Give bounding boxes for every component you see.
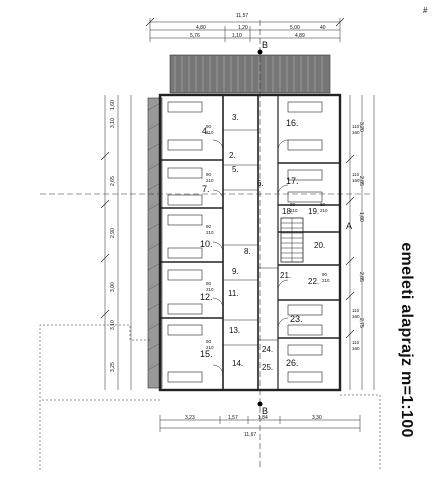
room-15: 15.: [200, 349, 213, 359]
right-dim-23a: 110: [352, 308, 360, 313]
room-12: 12.: [200, 292, 213, 302]
room-3: 3.: [232, 113, 239, 122]
room-20: 20.: [314, 241, 325, 250]
right-dim-26b: 160: [352, 346, 360, 351]
door-dim-left-5b: 210: [206, 345, 214, 350]
left-wall-hatch: [147, 97, 163, 389]
room-9: 9.: [232, 267, 239, 276]
corner-mark: #: [423, 6, 428, 15]
right-dim-0: 3,20: [358, 122, 364, 132]
right-dim-4: 2,75: [358, 318, 364, 328]
right-dim-18a: 90: [290, 202, 296, 207]
right-dim-17b: 160: [352, 178, 360, 183]
door-dim-left-3b: 210: [206, 230, 214, 235]
outer-wall: [158, 93, 342, 392]
left-dim-6: 3,25: [110, 362, 116, 372]
right-dim-22b: 210: [322, 278, 330, 283]
room-7: 7.: [202, 184, 210, 194]
right-dim-18b: 210: [290, 208, 298, 213]
right-dim-1: 2,85: [358, 176, 364, 186]
section-mark-top: B: [262, 40, 268, 50]
room-11: 11.: [228, 289, 239, 298]
door-dim-left-4a: 90: [206, 281, 212, 286]
drawing-title: emeleti alaprajz m=1:100: [398, 242, 415, 438]
room-8: 8.: [244, 247, 251, 256]
room-23: 23.: [290, 314, 303, 324]
right-dim-23b: 160: [352, 314, 360, 319]
room-6: 6.: [257, 179, 264, 188]
room-24: 24.: [262, 345, 273, 354]
right-dim-16b: 160: [352, 130, 360, 135]
room-2: 2.: [229, 151, 236, 160]
room-13: 13.: [229, 326, 240, 335]
drawing-title-block: emeleti alaprajz m=1:100: [376, 240, 436, 440]
bottom-overall-dim: 11,67: [244, 432, 256, 438]
room-25: 25.: [262, 363, 273, 372]
section-mark-bottom: B: [262, 406, 268, 416]
room-5: 5.: [232, 165, 239, 174]
left-dim-2: 2,65: [110, 176, 116, 186]
top-dim-1: 4,80: [196, 25, 206, 31]
room-22: 22.: [308, 277, 319, 286]
room-26: 26.: [286, 358, 299, 368]
bottom-dim-1: 3,23: [185, 415, 195, 421]
door-dim-left-5a: 90: [206, 339, 212, 344]
section-mark-right: A: [346, 221, 352, 231]
right-dim-19a: 90: [320, 202, 326, 207]
right-dim-26a: 110: [352, 340, 360, 345]
room-17: 17.: [286, 176, 299, 186]
room-14: 14.: [232, 359, 243, 368]
room-19: 19.: [308, 207, 319, 216]
right-dim-3: 2,85: [358, 272, 364, 282]
left-dim-5: 3,10: [110, 320, 116, 330]
right-dim-2: 1,80: [358, 212, 364, 222]
left-dim-3: 2,90: [110, 228, 116, 238]
top-dim-3: 5,00: [290, 25, 300, 31]
door-dim-left-3a: 90: [206, 224, 212, 229]
top-dim-7: 4,89: [295, 33, 305, 39]
door-dim-left-1b: 210: [206, 130, 214, 135]
left-dim-0: 1,60: [110, 100, 116, 110]
door-dim-left-2b: 210: [206, 178, 214, 183]
roof-hatch-block: [169, 54, 331, 94]
room-10: 10.: [200, 239, 213, 249]
top-dim-5: 5,76: [190, 33, 200, 39]
bottom-dim-4: 3,30: [312, 415, 322, 421]
door-dim-left-4b: 210: [206, 287, 214, 292]
door-dim-left-2a: 90: [206, 172, 212, 177]
room-18: 18.: [282, 207, 293, 216]
room-4: 4.: [202, 126, 210, 136]
bottom-dim-2: 1,57: [228, 415, 238, 421]
room-21: 21.: [280, 271, 291, 280]
top-dim-4: 40: [320, 25, 326, 31]
right-dim-19b: 210: [320, 208, 328, 213]
door-dim-left-1a: 90: [206, 124, 212, 129]
left-dim-1: 3,10: [110, 118, 116, 128]
left-dim-4: 3,00: [110, 282, 116, 292]
bottom-dim-3: 1,84: [258, 415, 268, 421]
top-overall-dim: 11,57: [236, 13, 248, 19]
right-dim-16a: 110: [352, 124, 360, 129]
right-dim-22a: 90: [322, 272, 328, 277]
top-dim-2: 1,20: [238, 25, 248, 31]
top-dim-6: 1,10: [232, 33, 242, 39]
room-16: 16.: [286, 118, 299, 128]
right-dim-17a: 110: [352, 172, 360, 177]
